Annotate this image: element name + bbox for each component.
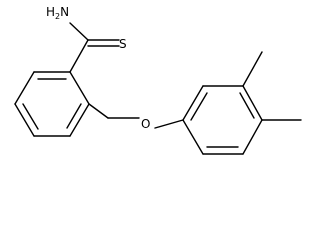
- bond-o-ring2: [154, 119, 184, 129]
- ring2-bond-4: [242, 119, 263, 155]
- molecule-structure: H2N S O: [14, 5, 302, 155]
- methyl-bond-upper: [242, 51, 263, 87]
- structure-canvas: H2N S O: [14, 5, 302, 155]
- ring2-bond-6: [182, 119, 204, 155]
- bond-ring-ch2: [88, 103, 109, 119]
- ring1-bond-6: [69, 71, 90, 105]
- ring2-double-2: [239, 92, 255, 119]
- ring1-bond-2: [14, 71, 35, 105]
- ring1-double-2: [22, 103, 39, 130]
- bond-c-n: [69, 22, 89, 41]
- amine-label: H2N: [46, 5, 69, 21]
- ring1-double-3: [66, 103, 82, 129]
- ring2-bond-3: [242, 85, 263, 121]
- ring1-bond-3: [14, 103, 35, 137]
- ring2-bond-1: [182, 85, 204, 121]
- oxygen-label: O: [141, 117, 150, 131]
- ring1-bond-5: [69, 103, 90, 137]
- bond-c-ring: [69, 39, 89, 73]
- ring2-double-1: [190, 92, 208, 121]
- sulfur-label: S: [119, 37, 127, 51]
